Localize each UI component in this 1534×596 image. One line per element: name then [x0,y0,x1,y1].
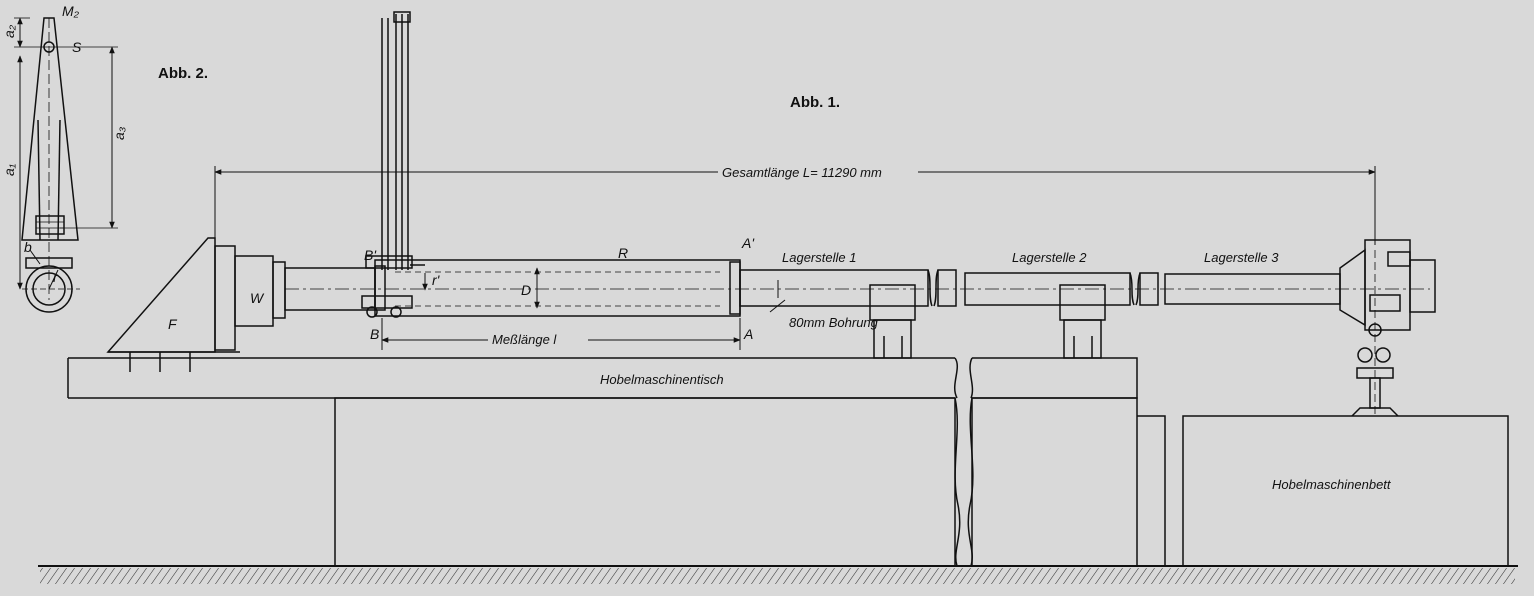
total-length-label: Gesamtlänge L= 11290 mm [722,165,882,180]
bearing-supports [869,284,1106,359]
shaft [284,259,1430,317]
symbol-w: W [250,290,265,306]
bore-label: 80mm Bohrung [789,315,879,330]
symbol-r: R [618,245,628,261]
symbol-r-small: r [53,269,59,285]
load-assembly [1339,239,1436,417]
planer-table-label: Hobelmaschinentisch [600,372,724,387]
symbol-a: A [743,326,753,342]
symbol-a2: a₂ [1,24,17,38]
measuring-length-label: Meßlänge l [492,332,557,347]
lever-arm [361,11,425,318]
symbol-r-prime: r' [432,272,441,288]
labels: Abb. 2. Abb. 1. Gesamtlänge L= 11290 mm … [1,3,1392,492]
ground-hatching [38,565,1518,584]
symbol-a1: a₁ [1,163,17,176]
fig2-caption: Abb. 2. [158,65,208,82]
symbol-m2: M₂ [62,3,80,19]
fig2-side-view [14,17,118,313]
fig1-caption: Abb. 1. [790,94,840,111]
symbol-b: b [24,239,32,255]
symbol-s: S [72,39,82,55]
bearing-2-label: Lagerstelle 2 [1012,250,1087,265]
bearing-1-label: Lagerstelle 1 [782,250,856,265]
bearing-3-label: Lagerstelle 3 [1204,250,1279,265]
planer-table [67,357,1138,399]
symbol-b-prime: B' [364,247,377,263]
symbol-d: D [521,282,531,298]
symbol-f: F [168,316,178,332]
symbol-a3: a₃ [111,126,127,140]
planer-bed-label: Hobelmaschinenbett [1272,477,1392,492]
symbol-a-prime: A' [741,235,755,251]
symbol-b: B [370,326,379,342]
